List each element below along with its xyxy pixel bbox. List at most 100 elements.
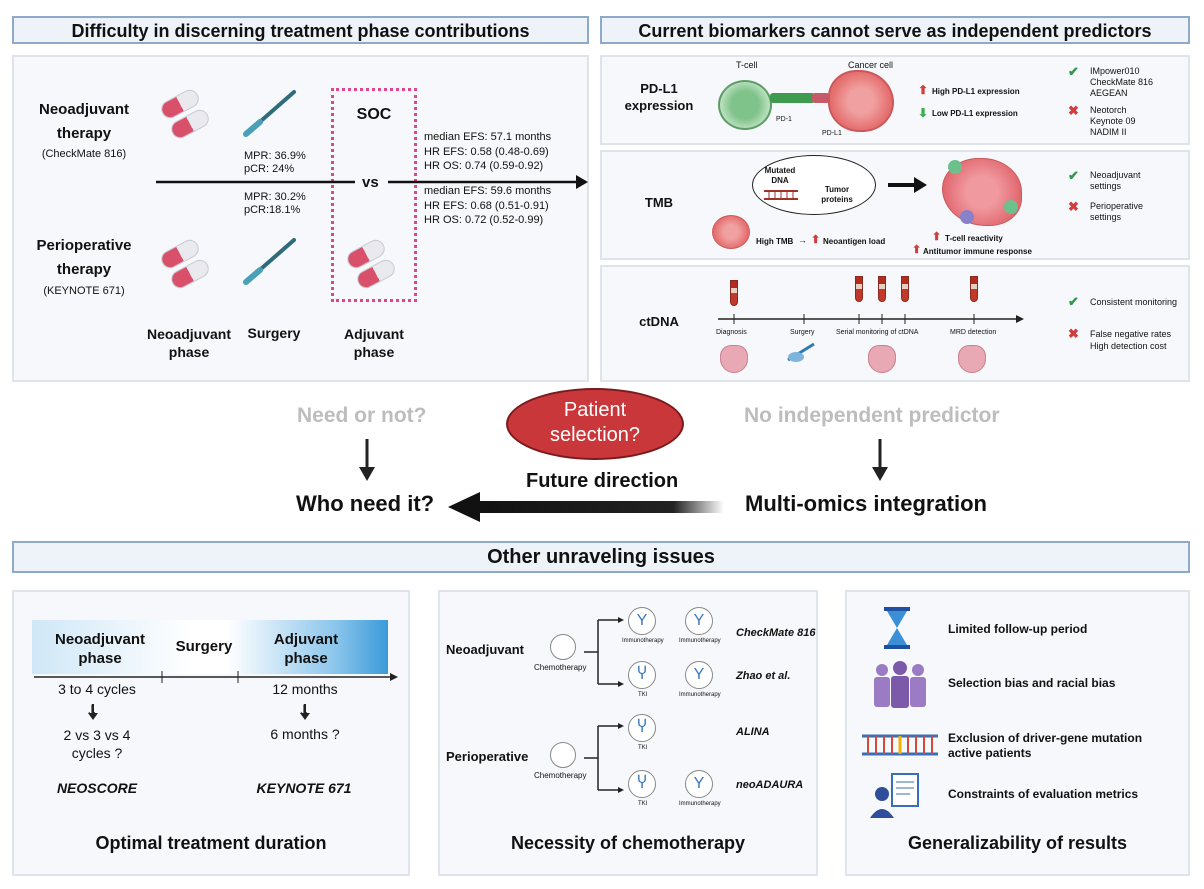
tcell-label: T-cell <box>736 60 758 70</box>
immunotherapy-icon: Y <box>685 770 713 798</box>
mpr2: MPR: 30.2% <box>244 191 306 203</box>
hourglass-icon <box>884 607 910 649</box>
tcell-dot <box>948 160 962 174</box>
immuno-label: Immunotherapy <box>679 638 721 644</box>
right-arrow-icon: → <box>798 235 807 245</box>
chemo-label-2: Chemotherapy <box>534 771 587 780</box>
pdl1-neg-trials: Neotorch Keynote 09 NADIM II <box>1090 105 1136 137</box>
months: 12 months <box>272 681 338 697</box>
neoantigen-load: Neoantigen load <box>823 237 886 246</box>
trial-neoadaura: neoADAURA <box>736 779 804 791</box>
phase-gradient-bar <box>32 620 388 674</box>
no-independent-predictor: No independent predictor <box>744 404 1000 427</box>
duration-title: Optimal treatment duration <box>95 833 327 853</box>
efs1: median EFS: 57.1 months <box>424 131 552 143</box>
tki-label: TKI <box>638 745 648 751</box>
scalpel-icon <box>243 90 296 137</box>
vs-arrow <box>156 175 588 189</box>
immuno-label: Immunotherapy <box>622 638 664 644</box>
cycles: 3 to 4 cycles <box>58 681 136 697</box>
tki-icon: Ⴤ <box>628 714 656 742</box>
down-arrow-icon: ⬇ <box>918 106 929 120</box>
check-icon: ✔ <box>1068 64 1079 79</box>
up-arrow-icon: ⬆ <box>932 231 942 243</box>
mrd-detection: MRD detection <box>950 329 997 336</box>
lung-icon <box>720 345 748 373</box>
bottom-header: Other unraveling issues <box>12 541 1190 573</box>
need-or-not: Need or not? <box>297 404 427 427</box>
down-arrow-icon: 🡓 <box>300 702 308 719</box>
low-pdl1: Low PD-L1 expression <box>932 109 1018 118</box>
pdl1-panel <box>600 55 1190 145</box>
cross-icon: ✖ <box>1068 199 1079 214</box>
immunotherapy-icon: Y <box>685 607 713 635</box>
lung-icon <box>868 345 896 373</box>
future-arrow <box>448 492 724 522</box>
future-direction: Future direction <box>526 470 679 492</box>
trial-zhao: Zhao et al. <box>736 670 791 682</box>
surgery-ct: Surgery <box>790 329 815 336</box>
cancer-cell <box>828 70 894 132</box>
down-arrow-icon: 🡓 <box>88 702 96 719</box>
general-item1: Limited follow-up period <box>948 622 1088 636</box>
tumor-proteins: Tumor proteins <box>821 185 853 204</box>
down-arrow-left <box>359 439 375 481</box>
patient-selection-ellipse <box>506 388 684 460</box>
down-arrow-right <box>872 439 888 481</box>
ctdna-timeline <box>718 314 1024 324</box>
check-icon: ✔ <box>1068 294 1079 309</box>
tki-icon: Ⴤ <box>628 661 656 689</box>
tube-icon <box>970 276 978 302</box>
tmb-panel <box>600 150 1190 260</box>
chemo-title: Necessity of chemotherapy <box>510 833 746 853</box>
immuno-label: Immunotherapy <box>679 801 721 807</box>
q-cycles: 2 vs 3 vs 4 cycles ? <box>63 727 131 761</box>
perioperative-therapy-label: Perioperative therapy <box>36 237 132 278</box>
immunotherapy-icon: Y <box>628 607 656 635</box>
dna-icon <box>764 190 798 200</box>
chemo-neoadjuvant: Neoadjuvant <box>446 642 525 657</box>
duration-neo: Neoadjuvant phase <box>54 631 145 667</box>
immunotherapy-icon: Y <box>685 661 713 689</box>
immuno-label: Immunotherapy <box>679 692 721 698</box>
tube-icon <box>855 276 863 302</box>
multi-omics: Multi-omics integration <box>745 491 987 516</box>
tki-label: TKI <box>638 692 648 698</box>
top-right-header: Current biomarkers cannot serve as indep… <box>600 16 1190 44</box>
perioperative-trial-label: (KEYNOTE 671) <box>43 285 125 297</box>
up-arrow-icon: ⬆ <box>918 83 929 97</box>
up-arrow-icon: ⬆ <box>912 244 922 256</box>
tcell-reactivity: T-cell reactivity <box>945 234 1003 243</box>
tube-icon <box>878 276 886 302</box>
phase-neoadjuvant: Neoadjuvant phase <box>146 326 231 360</box>
efs2: median EFS: 59.6 months <box>424 185 552 197</box>
pdl1-pos-trials: IMpower010 CheckMate 816 AEGEAN <box>1090 66 1154 98</box>
cross-icon: ✖ <box>1068 326 1079 341</box>
down-arrow-icon <box>88 704 98 720</box>
up-arrow-icon: ⬆ <box>811 234 821 246</box>
tmb-ellipse <box>752 155 876 215</box>
q-months: 6 months ? <box>270 726 340 742</box>
pd1-text: PD-1 <box>776 116 792 123</box>
scalpel-icon <box>243 238 296 285</box>
neoadjuvant-therapy-label: Neoadjuvant therapy <box>38 101 129 142</box>
who-need-it: Who need it? <box>296 491 435 516</box>
people-group-icon <box>874 661 926 708</box>
down-arrow-icon <box>300 704 310 720</box>
soc-box <box>331 88 417 302</box>
surgery-hand-icon <box>787 342 815 362</box>
pcr2: pCR:18.1% <box>244 204 301 216</box>
pdl1-receptor <box>812 93 830 103</box>
diagnosis: Diagnosis <box>716 329 747 336</box>
trial-keynote671: KEYNOTE 671 <box>256 780 352 796</box>
tki-label: TKI <box>638 801 648 807</box>
syringe-icon <box>550 742 576 768</box>
chemo-branch-2 <box>584 723 624 793</box>
ctdna-label: ctDNA <box>639 314 679 329</box>
tube-icon <box>901 276 909 302</box>
general-item3: Exclusion of driver-gene mutation active… <box>948 731 1143 760</box>
hr-os2: HR OS: 0.72 (0.52-0.99) <box>424 214 544 226</box>
chemo-branch-1 <box>584 617 624 687</box>
high-pdl1: High PD-L1 expression <box>932 87 1020 96</box>
tcell-dot <box>1004 200 1018 214</box>
